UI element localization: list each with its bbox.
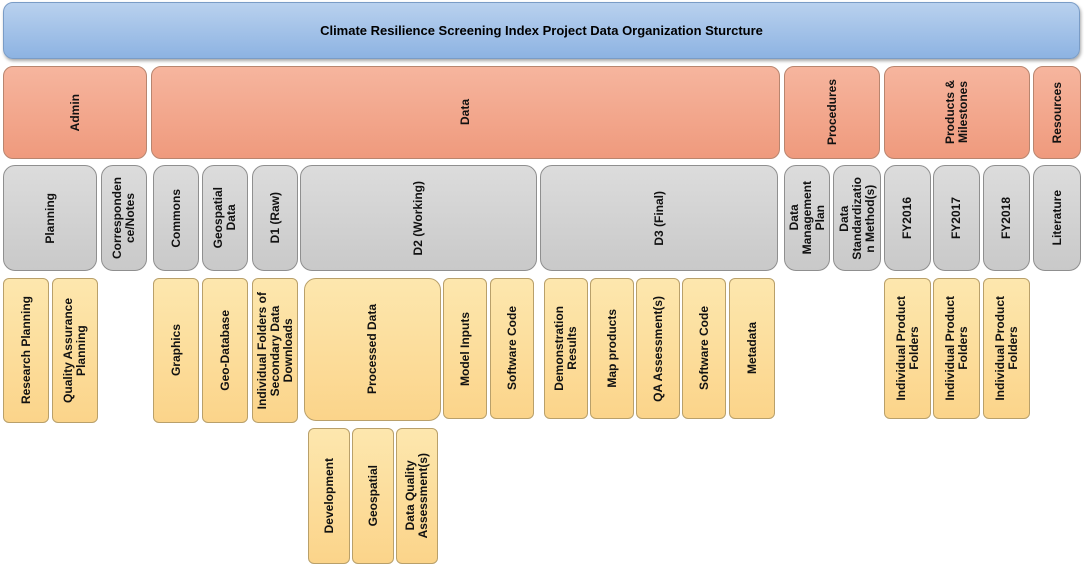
node-qa-planning: Quality Assurance Planning xyxy=(52,278,98,423)
node-d2-working: D2 (Working) xyxy=(300,165,537,271)
node-procedures-label: Procedures xyxy=(824,79,839,146)
node-admin-label: Admin xyxy=(67,93,82,132)
node-research-planning: Research Planning xyxy=(3,278,49,423)
node-graphics-label: Graphics xyxy=(168,324,183,377)
node-products-milestones-label: Products & Milestones xyxy=(943,80,970,145)
node-product-folders-fy2018: Individual Product Folders xyxy=(983,278,1030,419)
node-commons: Commons xyxy=(153,165,199,271)
node-product-folders-fy2018-label: Individual Product Folders xyxy=(992,296,1020,401)
node-software-code-d2: Software Code xyxy=(490,278,534,419)
node-data-label: Data xyxy=(458,99,472,126)
node-qa-assessments: QA Assessment(s) xyxy=(636,278,680,419)
node-literature: Literature xyxy=(1033,165,1081,271)
node-data-standardization-methods: Data Standardizatio n Method(s) xyxy=(833,165,881,271)
diagram-title-bar: Climate Resilience Screening Index Proje… xyxy=(3,2,1080,59)
node-correspondence: Corresponden ce/Notes xyxy=(101,165,147,271)
node-product-folders-fy2016: Individual Product Folders xyxy=(884,278,931,419)
node-data-quality-assessments: Data Quality Assessment(s) xyxy=(396,428,438,564)
node-map-products: Map products xyxy=(590,278,634,419)
node-software-code-d3: Software Code xyxy=(682,278,726,419)
node-products-milestones: Products & Milestones xyxy=(884,66,1030,159)
node-procedures: Procedures xyxy=(784,66,880,159)
node-secondary-data-downloads: Individual Folders of Secondary Data Dow… xyxy=(252,278,298,423)
node-data-management-plan: Data Management Plan xyxy=(784,165,830,271)
node-geo-database-label: Geo-Database xyxy=(217,310,232,391)
node-geospatial-label: Geospatial xyxy=(365,465,380,527)
node-admin: Admin xyxy=(3,66,147,159)
node-fy2018-label: FY2018 xyxy=(999,196,1013,240)
node-metadata: Metadata xyxy=(729,278,775,419)
node-secondary-data-downloads-label: Individual Folders of Secondary Data Dow… xyxy=(254,291,295,410)
node-product-folders-fy2017-label: Individual Product Folders xyxy=(942,296,970,401)
node-product-folders-fy2017: Individual Product Folders xyxy=(933,278,980,419)
node-demonstration-results: Demonstration Results xyxy=(544,278,588,419)
node-correspondence-label: Corresponden ce/Notes xyxy=(110,176,137,259)
node-model-inputs: Model Inputs xyxy=(443,278,487,419)
node-geospatial-data: Geospatial Data xyxy=(202,165,248,271)
node-literature-label: Literature xyxy=(1049,190,1064,246)
node-product-folders-fy2016-label: Individual Product Folders xyxy=(893,296,921,401)
node-metadata-label: Metadata xyxy=(744,322,759,375)
node-resources: Resources xyxy=(1033,66,1081,159)
node-fy2018: FY2018 xyxy=(983,165,1030,271)
node-geo-database: Geo-Database xyxy=(202,278,248,423)
node-software-code-d2-label: Software Code xyxy=(504,306,519,391)
node-demonstration-results-label: Demonstration Results xyxy=(552,306,579,391)
node-d3-final-label: D3 (Final) xyxy=(651,190,666,246)
node-software-code-d3-label: Software Code xyxy=(696,306,711,391)
node-data-quality-assessments-label: Data Quality Assessment(s) xyxy=(403,453,430,539)
node-d3-final: D3 (Final) xyxy=(540,165,778,271)
node-resources-label: Resources xyxy=(1049,81,1064,144)
node-fy2017: FY2017 xyxy=(933,165,980,271)
node-map-products-label: Map products xyxy=(604,309,619,388)
node-processed-data: Processed Data xyxy=(304,278,441,421)
node-geospatial: Geospatial xyxy=(352,428,394,564)
node-d1-raw-label: D1 (Raw) xyxy=(267,192,282,244)
node-planning-label: Planning xyxy=(42,192,57,244)
node-fy2017-label: FY2017 xyxy=(949,196,963,240)
node-model-inputs-label: Model Inputs xyxy=(457,311,472,386)
node-planning: Planning xyxy=(3,165,97,271)
node-processed-data-label: Processed Data xyxy=(365,304,379,395)
node-graphics: Graphics xyxy=(153,278,199,423)
node-commons-label: Commons xyxy=(168,188,183,248)
node-development-label: Development xyxy=(321,458,336,534)
node-data-standardization-methods-label: Data Standardizatio n Method(s) xyxy=(836,176,877,260)
node-qa-planning-label: Quality Assurance Planning xyxy=(61,298,88,403)
node-fy2016-label: FY2016 xyxy=(900,196,914,240)
node-d2-working-label: D2 (Working) xyxy=(411,180,425,256)
node-qa-assessments-label: QA Assessment(s) xyxy=(650,295,665,402)
node-data: Data xyxy=(151,66,780,159)
node-research-planning-label: Research Planning xyxy=(18,296,33,405)
node-development: Development xyxy=(308,428,350,564)
node-d1-raw: D1 (Raw) xyxy=(252,165,298,271)
node-data-management-plan-label: Data Management Plan xyxy=(786,181,827,255)
node-fy2016: FY2016 xyxy=(884,165,931,271)
node-geospatial-data-label: Geospatial Data xyxy=(211,187,238,249)
diagram-title: Climate Resilience Screening Index Proje… xyxy=(320,23,763,38)
